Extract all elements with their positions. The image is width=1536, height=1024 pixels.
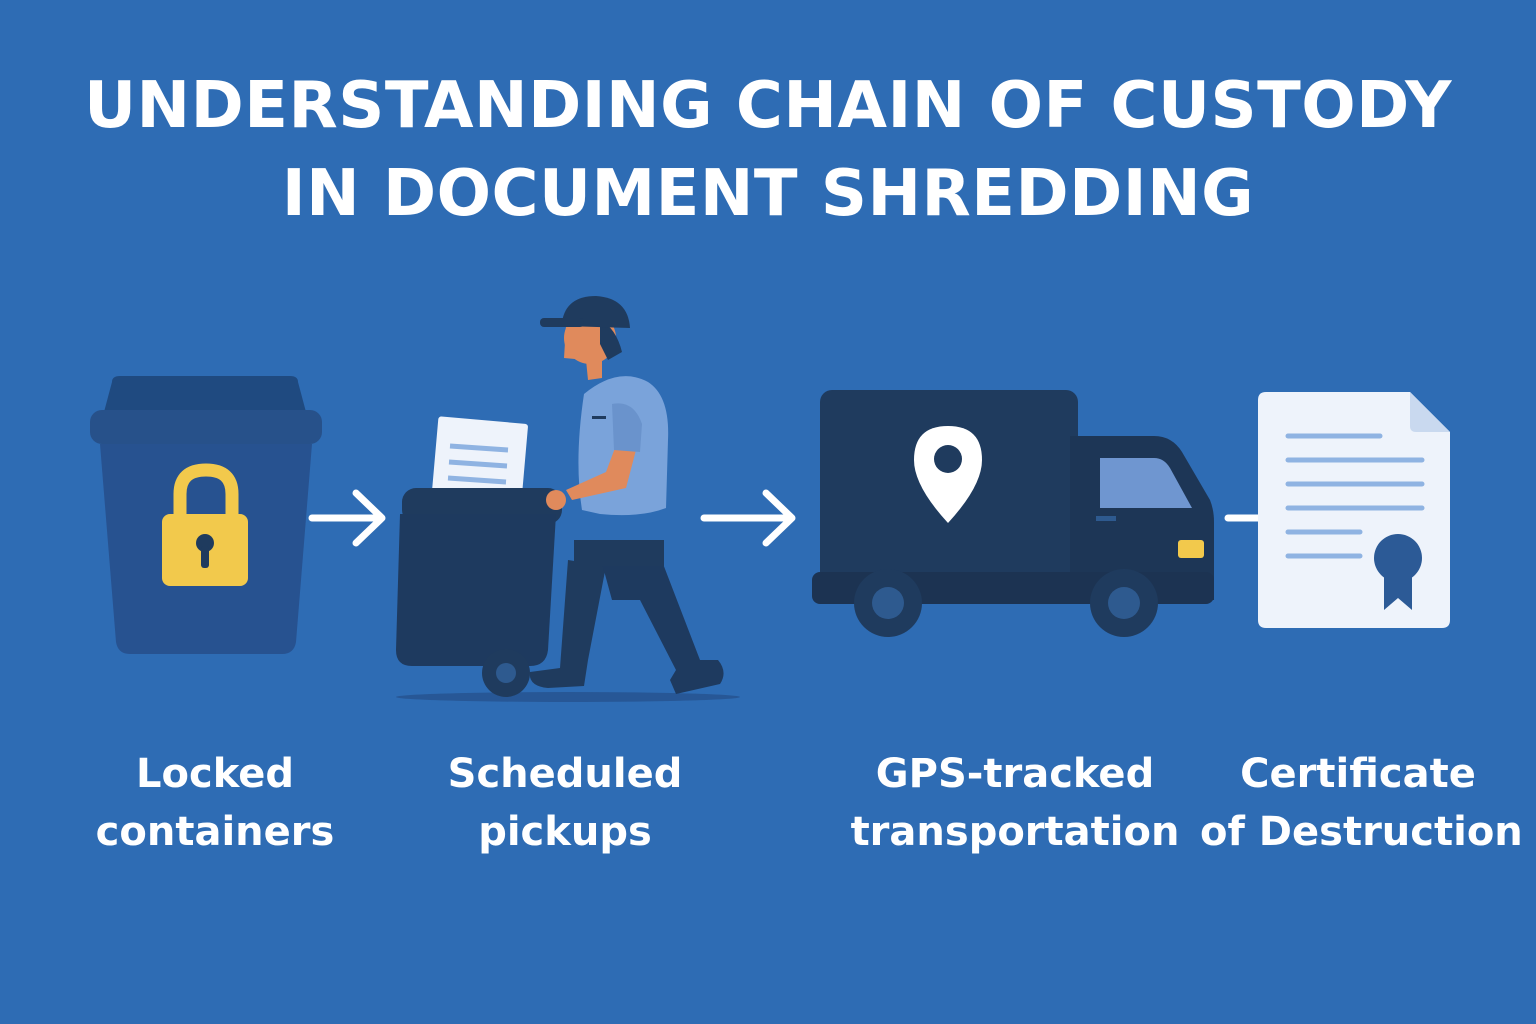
step-label-locked-containers: Locked containers [95, 751, 335, 855]
arrow-right-icon [700, 489, 796, 547]
step-label-gps-transportation: GPS-tracked transportation [850, 751, 1180, 855]
seal-icon [1374, 534, 1422, 610]
title-line-1: UNDERSTANDING CHAIN OF CUSTODY [84, 69, 1452, 143]
step-label-certificate: Certificate of Destruction [1200, 751, 1523, 855]
worker-with-bin-icon [396, 296, 740, 702]
certificate-icon [1258, 392, 1450, 628]
page-title: UNDERSTANDING CHAIN OF CUSTODY IN DOCUME… [0, 62, 1536, 238]
gps-truck-icon [812, 390, 1214, 637]
locked-bin-icon [90, 376, 322, 654]
step-label-scheduled-pickups: Scheduled pickups [447, 751, 683, 855]
title-line-2: IN DOCUMENT SHREDDING [281, 157, 1255, 231]
arrow-right-icon [308, 489, 386, 547]
padlock-icon [162, 463, 248, 586]
location-pin-icon [914, 426, 982, 523]
